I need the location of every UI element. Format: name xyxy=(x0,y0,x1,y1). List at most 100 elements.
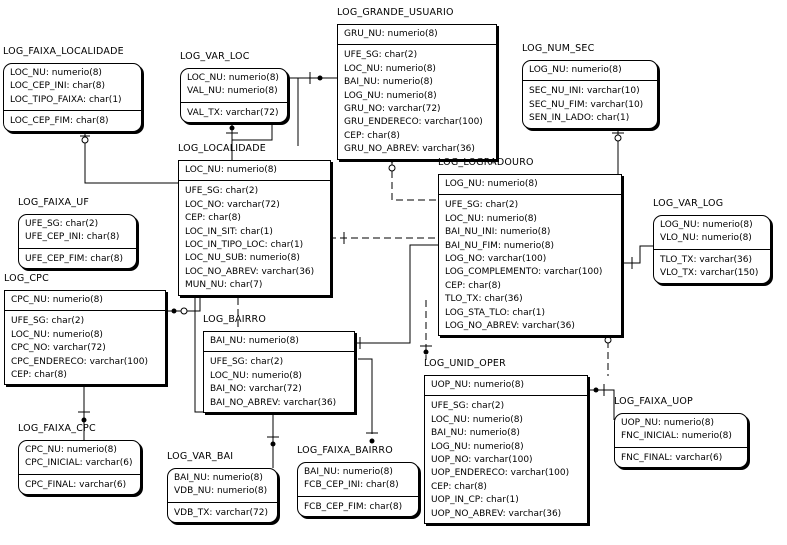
attribute-column: LOG_NU: numerio(8) xyxy=(344,90,437,101)
key-column: CPC_NU: numerio(8) xyxy=(25,445,117,455)
attribute-column: LOC_CEP_FIM: char(8) xyxy=(10,116,109,127)
primary-key-section: LOG_NU: numerio(8) xyxy=(439,175,621,196)
key-column: FNC_INICIAL: numerio(8) xyxy=(621,431,732,442)
primary-key-section: BAI_NU: numerio(8)VDB_NU: numerio(8) xyxy=(168,469,277,503)
zero-marker xyxy=(604,336,612,344)
primary-key-section: LOC_NU: numerio(8) xyxy=(179,161,330,182)
primary-key-section: LOG_NU: numerio(8)VLO_NU: numerio(8) xyxy=(654,216,770,250)
many-marker xyxy=(593,387,599,393)
attribute-section: SEC_NU_INI: varchar(10)SEC_NU_FIM: varch… xyxy=(523,81,657,127)
primary-key-section: BAI_NU: numerio(8) xyxy=(204,332,354,353)
log-faixa-uf-title: LOG_FAIXA_UF xyxy=(18,197,90,208)
log-var-bai-box: BAI_NU: numerio(8)VDB_NU: numerio(8)VDB_… xyxy=(167,468,278,524)
primary-key-section: UOP_NU: numerio(8) xyxy=(425,376,587,397)
log-faixa-localidade-box: LOC_NU: numerio(8) LOC_CEP_INI: char(8) LO… xyxy=(3,63,142,132)
key-column: LOC_NU: numerio(8) xyxy=(10,68,102,78)
key-column: UFE_CEP_INI: char(8) xyxy=(25,232,120,243)
attribute-section: UFE_SG: char(2)LOC_NO: varchar(72)CEP: c… xyxy=(179,181,330,294)
many-marker xyxy=(171,308,177,314)
one-marker xyxy=(614,134,622,142)
attribute-column: LOC_NU: numerio(8) xyxy=(210,370,302,381)
attribute-column: SEC_NU_INI: varchar(10) xyxy=(529,86,640,97)
log-faixa-uop-title: LOG_FAIXA_UOP xyxy=(614,396,693,407)
attribute-column: UOP_NO: varchar(100) xyxy=(431,455,533,466)
attribute-section: UFE_SG: char(2)LOC_NU: numerio(8)BAI_NU:… xyxy=(425,396,587,523)
attribute-column: CPC_NO: varchar(72) xyxy=(11,343,106,354)
key-column: LOC_CEP_INI: char(8) xyxy=(10,81,106,92)
attribute-column: FNC_FINAL: varchar(6) xyxy=(621,452,723,463)
log-logradouro-box: LOG_NU: numerio(8) UFE_SG: char(2) LOC_NU:… xyxy=(438,174,622,337)
key-column: CPC_INICIAL: varchar(6) xyxy=(25,458,133,469)
attribute-column: LOC_NU: numerio(8) xyxy=(431,414,523,425)
log-bairro-title: LOG_BAIRRO xyxy=(203,314,267,325)
key-column: VDB_NU: numerio(8) xyxy=(174,486,268,497)
attribute-column: CPC_ENDERECO: varchar(100) xyxy=(11,356,148,367)
attribute-column: TLO_TX: varchar(36) xyxy=(660,254,753,265)
attribute-column: GRU_NO: varchar(72) xyxy=(344,104,441,115)
attribute-column: LOC_NU: numerio(8) xyxy=(11,329,103,340)
primary-key-section: UFE_SG: char(2) UFE_CEP_INI: char(8) xyxy=(19,215,136,249)
attribute-column: UOP_IN_CP: char(1) xyxy=(431,495,519,506)
key-column: LOG_NU: numerio(8) xyxy=(529,65,622,75)
key-column: BAI_NU: numerio(8) xyxy=(304,467,393,477)
rel-bairro-faixa-bairro xyxy=(358,358,373,434)
rel-var-log-logradouro xyxy=(620,245,653,264)
attribute-column: CEP: char(8) xyxy=(344,130,400,141)
primary-key-section: LOC_NU: numerio(8) LOC_CEP_INI: char(8) LO… xyxy=(4,64,141,112)
primary-key-section: BAI_NU: numerio(8)FCB_CEP_INI: char(8) xyxy=(298,463,418,497)
primary-key-section: GRU_NU: numerio(8) xyxy=(338,25,496,46)
rel-grande-usuario-logradouro xyxy=(391,160,438,201)
attribute-column: LOC_NO_ABREV: varchar(36) xyxy=(185,266,315,277)
log-logradouro-title: LOG_LOGRADOURO xyxy=(438,157,534,168)
log-num-sec-box: LOG_NU: numerio(8) SEC_NU_INI: varchar(10… xyxy=(522,60,658,129)
rel-var-loc-branch xyxy=(232,121,273,141)
log-faixa-localidade-title: LOG_FAIXA_LOCALIDADE xyxy=(3,46,124,57)
attribute-section: LOC_CEP_FIM: char(8) xyxy=(4,111,141,130)
attribute-column: LOC_NU: numerio(8) xyxy=(344,63,436,74)
log-faixa-bairro-title: LOG_FAIXA_BAIRRO xyxy=(297,445,393,456)
log-faixa-cpc-title: LOG_FAIXA_CPC xyxy=(18,423,96,434)
attribute-section: UFE_SG: char(2)LOC_NU: numerio(8)BAI_NU:… xyxy=(338,45,496,158)
log-faixa-uf-box: UFE_SG: char(2) UFE_CEP_INI: char(8)UFE_C… xyxy=(18,214,137,270)
log-faixa-cpc-box: CPC_NU: numerio(8) CPC_INICIAL: varchar(6… xyxy=(18,440,141,496)
attribute-column: LOC_NU: numerio(8) xyxy=(445,213,537,224)
attribute-column: BAI_NU: numerio(8) xyxy=(431,428,520,439)
attribute-column: UOP_NO_ABREV: varchar(36) xyxy=(431,508,562,519)
attribute-column: UFE_SG: char(2) xyxy=(344,50,418,61)
rel-localidade-bairro-left xyxy=(194,287,205,413)
rel-unid-oper-faixa-uop xyxy=(586,389,615,420)
attribute-column: UFE_SG: char(2) xyxy=(210,357,284,368)
key-column: CPC_NU: numerio(8) xyxy=(11,295,103,305)
log-localidade-title: LOG_LOCALIDADE xyxy=(178,143,266,154)
attribute-section: UFE_SG: char(2)LOC_NU: numerio(8)CPC_NO:… xyxy=(5,311,165,384)
log-localidade-box: LOC_NU: numerio(8) UFE_SG: char(2) LOC_NO:… xyxy=(178,160,331,296)
many-marker xyxy=(270,441,276,447)
attribute-column: VDB_TX: varchar(72) xyxy=(174,507,269,518)
key-column: VLO_NU: numerio(8) xyxy=(660,233,752,244)
attribute-column: BAI_NU_FIM: numerio(8) xyxy=(445,240,554,251)
attribute-column: LOC_IN_SIT: char(1) xyxy=(185,226,273,237)
attribute-column: UFE_SG: char(2) xyxy=(185,186,259,197)
attribute-column: LOC_NO: varchar(72) xyxy=(185,199,280,210)
log-var-loc-title: LOG_VAR_LOC xyxy=(180,51,250,62)
attribute-column: BAI_NO_ABREV: varchar(36) xyxy=(210,397,337,408)
many-marker xyxy=(369,438,375,444)
attribute-column: UOP_ENDERECO: varchar(100) xyxy=(431,468,570,479)
attribute-column: LOG_COMPLEMENTO: varchar(100) xyxy=(445,267,603,278)
attribute-column: LOC_IN_TIPO_LOC: char(1) xyxy=(185,240,304,251)
attribute-column: VLO_TX: varchar(150) xyxy=(660,268,759,279)
log-faixa-uop-box: UOP_NU: numerio(8)FNC_INICIAL: numerio(8… xyxy=(614,413,748,469)
key-column: VAL_NU: numerio(8) xyxy=(187,86,278,97)
key-column: BAI_NU: numerio(8) xyxy=(210,336,299,346)
key-column: UFE_SG: char(2) xyxy=(25,219,99,229)
attribute-column: CEP: char(8) xyxy=(11,370,67,381)
key-column: LOC_TIPO_FAIXA: char(1) xyxy=(10,94,122,105)
attribute-section: FNC_FINAL: varchar(6) xyxy=(615,448,747,467)
attribute-column: MUN_NU: char(7) xyxy=(185,280,263,291)
log-unid-oper-box: UOP_NU: numerio(8)UFE_SG: char(2)LOC_NU:… xyxy=(424,375,588,525)
attribute-column: UFE_SG: char(2) xyxy=(445,200,519,211)
attribute-column: CEP: char(8) xyxy=(445,280,501,291)
log-bairro-box: BAI_NU: numerio(8) UFE_SG: char(2) LOC_NU:… xyxy=(203,331,355,414)
primary-key-section: CPC_NU: numerio(8) xyxy=(5,291,165,312)
